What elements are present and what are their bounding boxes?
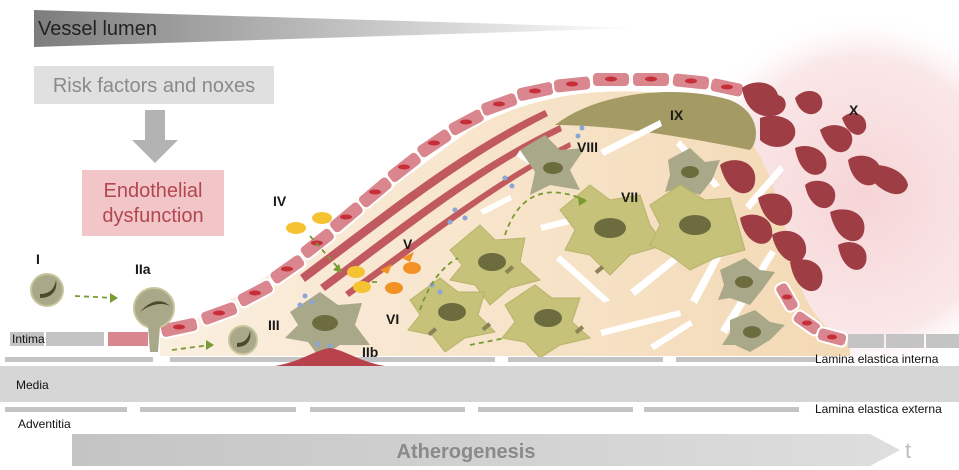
stage-label-III: III [268, 317, 280, 333]
stage-label-VIII: VIII [577, 139, 598, 155]
endothelial-cell [552, 75, 591, 94]
endothelial-cell [671, 72, 710, 91]
time-symbol: t [905, 438, 911, 463]
endothelial-cell [592, 72, 630, 87]
lamina-interna-line [5, 357, 816, 362]
lamina-interna-label: Lamina elastica interna [815, 352, 939, 366]
media-layer [0, 366, 959, 402]
atherogenesis-label: Atherogenesis [397, 441, 536, 463]
stage-label-X: X [849, 102, 859, 118]
intima-label: Intima [12, 332, 45, 346]
stage-label-VI: VI [386, 311, 399, 327]
stage-label-IV: IV [273, 193, 287, 209]
adventitia-label: Adventitia [18, 417, 71, 431]
monocyte-cell [31, 274, 63, 306]
stage-label-V: V [403, 236, 413, 252]
lamina-externa-label: Lamina elastica externa [815, 402, 942, 416]
stage-label-IIa: IIa [135, 261, 151, 277]
vessel-lumen-label: Vessel lumen [38, 18, 157, 40]
stage-label-IIb: IIb [362, 344, 378, 360]
endothelial-dysfunction-line1: Endothelial [104, 180, 203, 202]
media-label: Media [16, 378, 49, 392]
endothelial-cell [632, 72, 670, 87]
lamina-externa-line [5, 407, 799, 412]
stage-label-VII: VII [621, 189, 638, 205]
stage-label-IX: IX [670, 107, 684, 123]
stage-label-I: I [36, 251, 40, 267]
risk-factors-label: Risk factors and noxes [53, 75, 255, 97]
down-arrow-icon [132, 110, 178, 163]
endothelial-dysfunction-line2: dysfunction [102, 205, 203, 227]
monocyte-cell [229, 326, 257, 354]
